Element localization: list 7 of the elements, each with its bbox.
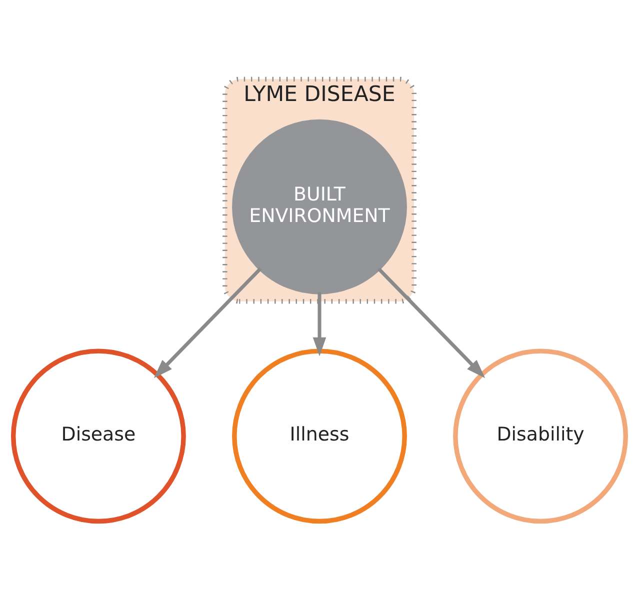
arrow bbox=[312, 292, 326, 356]
arrow bbox=[154, 266, 262, 378]
node-circle: BUILT ENVIRONMENT bbox=[232, 118, 407, 294]
node-circle: Disease bbox=[10, 348, 186, 524]
arrow bbox=[377, 266, 486, 378]
node-circle: Disability bbox=[453, 348, 628, 524]
node-circle: Illness bbox=[232, 348, 407, 524]
